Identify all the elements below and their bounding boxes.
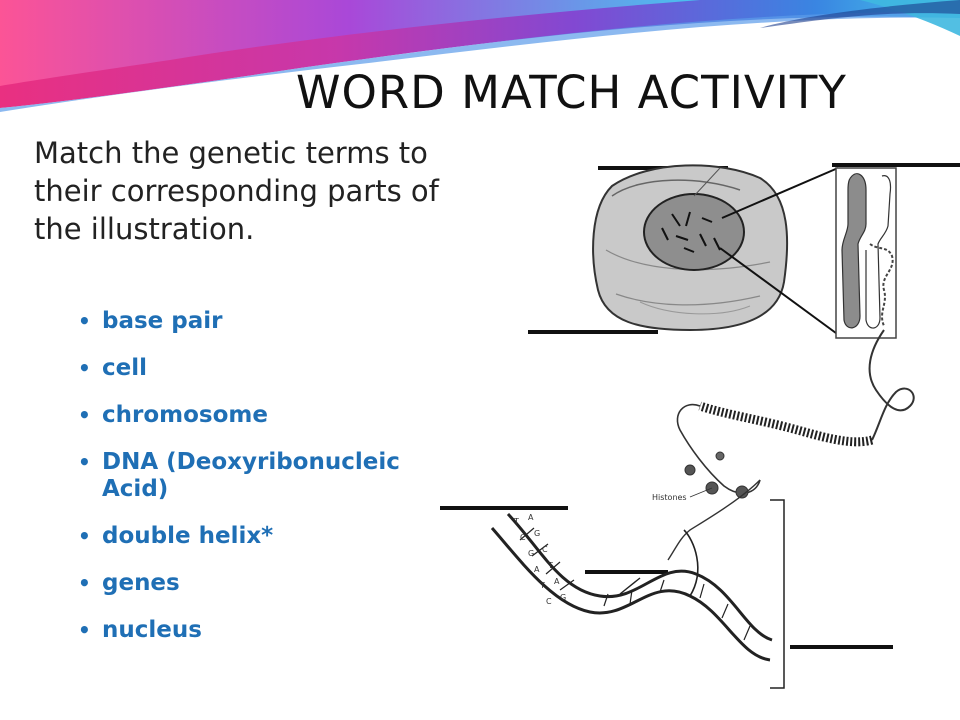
term-item: • chromosome <box>76 402 416 429</box>
bullet-icon: • <box>78 524 91 548</box>
base-letter: C <box>546 597 552 606</box>
decorative-banner <box>0 0 960 113</box>
term-label: nucleus <box>102 617 202 643</box>
base-letter: T <box>547 561 553 570</box>
chromatin-fiber-drawing <box>667 329 915 561</box>
bullet-icon: • <box>78 356 91 380</box>
cell-drawing <box>592 164 841 337</box>
base-letter: C <box>520 533 526 542</box>
chromosome-drawing <box>835 167 897 339</box>
term-item: • genes <box>76 570 416 597</box>
base-letter: C <box>542 545 548 554</box>
term-label: cell <box>102 355 148 381</box>
base-letter: G <box>528 549 534 558</box>
term-item: • DNA (Deoxyribonucleic Acid) <box>76 449 416 503</box>
double-helix-drawing <box>490 512 773 662</box>
bullet-icon: • <box>78 571 91 595</box>
term-item: • cell <box>76 355 416 382</box>
base-letter: G <box>534 529 540 538</box>
base-letter: G <box>560 593 566 602</box>
base-letter: A <box>528 513 534 522</box>
nucleus-drawing <box>643 193 745 271</box>
base-letter: T <box>513 517 519 526</box>
term-list: • base pair • cell • chromosome • DNA (Deoxy… <box>76 308 416 664</box>
bullet-icon: • <box>78 309 91 333</box>
base-letter: T <box>539 581 545 590</box>
term-item: • base pair <box>76 308 416 335</box>
genetics-illustration: Histones T A C G G C A T T A C G <box>440 163 960 689</box>
bullet-icon: • <box>78 450 91 474</box>
base-letters: T A C G G C A T T A C G <box>513 513 566 606</box>
term-label: chromosome <box>102 402 268 428</box>
term-item: • double helix* <box>76 523 416 550</box>
histones-label: Histones <box>652 493 687 502</box>
base-letter: A <box>534 565 540 574</box>
instructions-text: Match the genetic terms to their corresp… <box>34 136 439 246</box>
base-letter: A <box>554 577 560 586</box>
term-label: base pair <box>102 308 223 334</box>
term-label: double helix* <box>102 523 274 549</box>
term-item: • nucleus <box>76 617 416 644</box>
bullet-icon: • <box>78 618 91 642</box>
bullet-icon: • <box>78 403 91 427</box>
gene-bracket <box>770 499 785 689</box>
term-label: DNA (Deoxyribonucleic Acid) <box>102 449 400 502</box>
slide-title: WORD MATCH ACTIVITY <box>296 66 847 119</box>
term-label: genes <box>102 570 180 596</box>
